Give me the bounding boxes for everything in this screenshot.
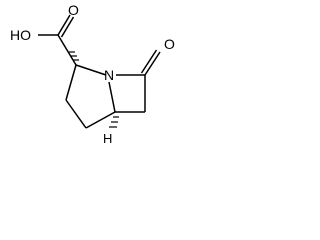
bond-c5-n xyxy=(108,81,116,113)
bond-c3-c4 xyxy=(65,99,87,129)
bond-c2-n xyxy=(75,64,107,76)
stereo-hash-bond-c5-h xyxy=(109,116,119,128)
bond-c4-c5 xyxy=(85,111,116,129)
bond-c7-o-double-2 xyxy=(140,49,158,74)
bond-c7-o-double-1 xyxy=(144,51,161,76)
bond-c2-c3 xyxy=(65,64,77,101)
atom-label-acid-oxygen: O xyxy=(68,2,79,18)
bond-cooh-c-o-double-1 xyxy=(57,14,71,36)
atom-label-lactam-oxygen: O xyxy=(164,36,175,52)
atom-label-nitrogen: N xyxy=(104,67,114,83)
stereo-hash-bond-c2 xyxy=(69,51,79,61)
atom-label-bridgehead-hydrogen: H xyxy=(103,131,112,146)
chemical-structure-diagram: HO O N O H xyxy=(10,2,175,146)
atom-label-hydroxyl: HO xyxy=(10,27,31,43)
bond-cooh-c-o-double-2 xyxy=(60,16,75,38)
